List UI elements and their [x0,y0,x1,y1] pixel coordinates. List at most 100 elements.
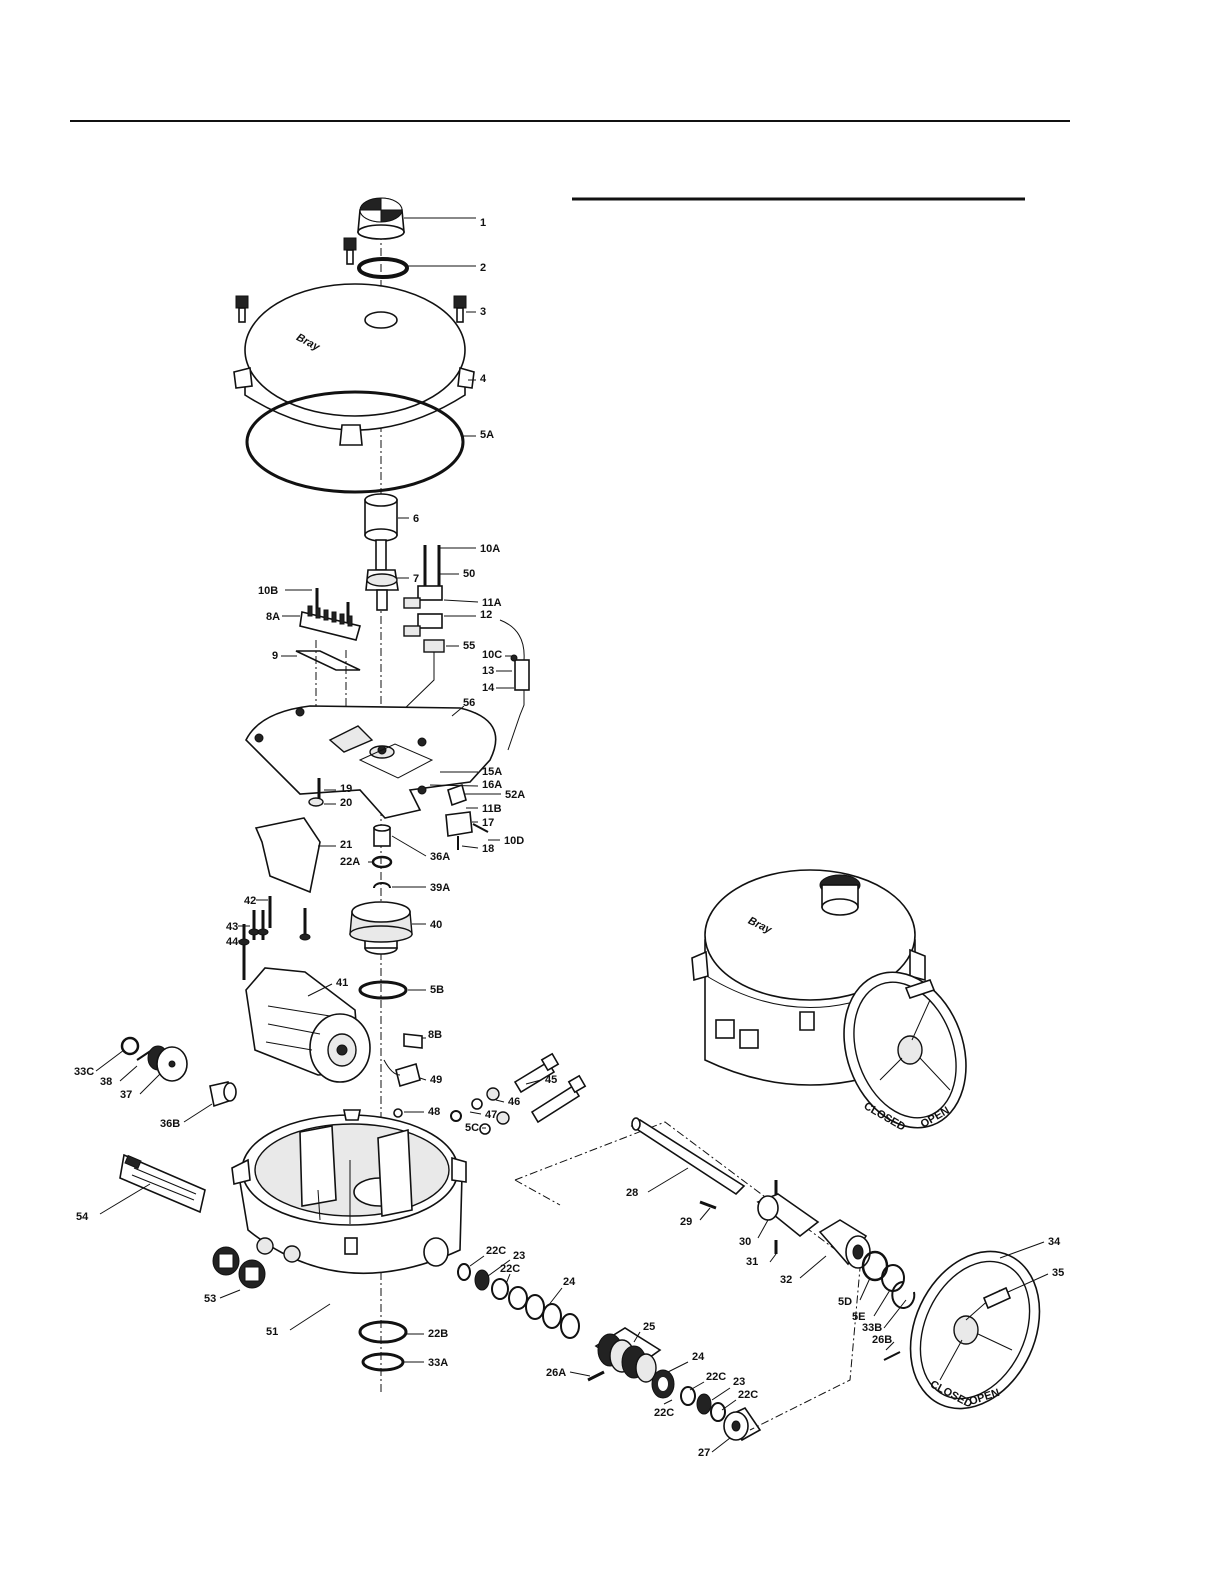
part-22B-washer [360,1322,406,1342]
callout-label-c36B: 36B [160,1118,180,1130]
callout-label-c48: 48 [428,1106,440,1118]
leader-line-c5D [860,1278,870,1300]
leader-line-c31 [770,1254,776,1262]
callout-label-c39A: 39A [430,882,450,894]
leader-line-c29 [700,1208,710,1220]
part-30-clutch [758,1180,818,1254]
leader-line-c5E [874,1290,890,1316]
callout-label-c25: 25 [643,1321,655,1333]
callout-label-c10B: 10B [258,585,278,597]
callout-label-c22A: 22A [340,856,360,868]
part-28-shaft [632,1118,744,1208]
leader-line-c27 [712,1438,730,1452]
callout-label-c16A: 16A [482,779,502,791]
callout-label-c2: 2 [480,262,486,274]
callout-label-c52A: 52A [505,789,525,801]
callout-label-c20: 20 [340,797,352,809]
callout-label-c26A: 26A [546,1367,566,1379]
part-36A-bushing [373,825,391,888]
callout-label-c8B: 8B [428,1029,442,1041]
leader-line-c26A [570,1372,590,1376]
callout-label-c54: 54 [76,1211,89,1223]
leader-line-c22C_4 [664,1400,672,1404]
callout-label-c32: 32 [780,1274,792,1286]
callout-label-c8A: 8A [266,611,280,623]
part-8B-49-connectors [384,1034,422,1086]
callout-label-c11A: 11A [482,597,502,609]
leader-line-c32 [800,1256,826,1278]
leader-line-c34 [1000,1242,1044,1258]
leader-line-c22C_1 [470,1256,484,1266]
callout-label-c27: 27 [698,1447,710,1459]
callout-label-c1: 1 [480,217,486,229]
callout-label-c55: 55 [463,640,475,652]
leader-line-c36A [392,836,426,856]
callout-label-c38: 38 [100,1076,112,1088]
callout-label-c23_1: 23 [513,1250,525,1262]
callout-label-c5B: 5B [430,984,444,996]
callout-label-c33B: 33B [862,1322,882,1334]
leader-line-c24_1 [548,1288,562,1306]
motor-screws [239,896,310,980]
callout-label-c28: 28 [626,1187,638,1199]
part-40-gear [350,902,412,954]
callout-label-c53: 53 [204,1293,216,1305]
leader-line-c38 [120,1066,137,1081]
leader-line-c36B [184,1104,212,1122]
callout-label-c41: 41 [336,977,348,989]
callout-label-c5C: 5C [465,1122,479,1134]
worm-bearing-stack [458,1264,579,1338]
part-54-nameplate [120,1155,205,1212]
callout-label-c18: 18 [482,843,494,855]
leader-lines [96,218,1048,1452]
callout-label-c34: 34 [1048,1236,1061,1248]
callout-label-c21: 21 [340,839,352,851]
leader-line-c23_2 [712,1388,730,1400]
leader-line-c49 [420,1078,426,1080]
callout-label-c22C_3: 22C [706,1371,726,1383]
callout-label-c40: 40 [430,919,442,931]
callout-label-c37: 37 [120,1089,132,1101]
callout-label-c22C_4: 22C [654,1407,674,1419]
callout-label-c5D: 5D [838,1296,852,1308]
callout-label-c31: 31 [746,1256,758,1268]
part-14-cable-probe [500,620,529,750]
callout-label-c33A: 33A [428,1357,448,1369]
callout-label-c15A: 15A [482,766,502,778]
callout-label-c14: 14 [482,682,495,694]
callout-label-c13: 13 [482,665,494,677]
part-5B-o-ring [360,982,406,998]
leader-line-c33C [96,1050,124,1071]
callout-label-c36A: 36A [430,851,450,863]
callout-label-c30: 30 [739,1236,751,1248]
leader-line-c30 [758,1220,768,1238]
callout-label-c50: 50 [463,568,475,580]
callout-label-c10C: 10C [482,649,502,661]
callout-label-c46: 46 [508,1096,520,1108]
part-37-spur-gear [122,1038,236,1106]
part-32-sleeve [820,1220,914,1308]
callout-label-c56: 56 [463,697,475,709]
leader-line-c22C_3 [690,1382,704,1390]
callout-label-c22B: 22B [428,1328,448,1340]
callout-label-c5A: 5A [480,429,494,441]
callout-label-c22C_5: 22C [738,1389,758,1401]
part-51-housing [232,1110,466,1273]
part-25-worm [588,1328,660,1382]
callout-label-c47: 47 [485,1109,497,1121]
callout-label-c35: 35 [1052,1267,1064,1279]
leader-line-c28 [648,1168,688,1192]
callout-label-c33C: 33C [74,1066,94,1078]
part-2-o-ring [359,259,407,277]
part-34-handwheel: CLOSED OPEN [884,1230,1064,1429]
part-6-coupling [365,494,397,541]
callout-label-c42: 42 [244,895,256,907]
callout-label-c29: 29 [680,1216,692,1228]
part-41-motor [246,968,370,1082]
callout-label-c6: 6 [413,513,419,525]
leader-line-c47 [470,1112,481,1114]
callout-label-c10A: 10A [480,543,500,555]
leader-line-c46 [496,1100,504,1102]
